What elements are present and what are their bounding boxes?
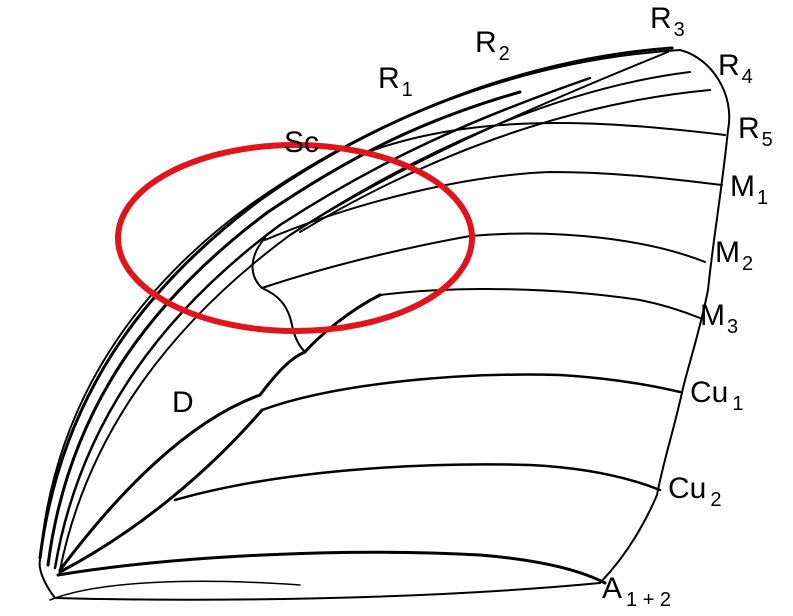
m3-vein bbox=[380, 289, 700, 318]
radial-medial-veins bbox=[262, 123, 725, 318]
m1-vein bbox=[265, 172, 722, 240]
r4-vein bbox=[300, 90, 710, 232]
cubital-anal-veins bbox=[50, 375, 680, 600]
cu2-vein bbox=[175, 464, 660, 500]
r2-vein bbox=[60, 52, 668, 570]
label-sc: Sc bbox=[284, 126, 319, 159]
m2-vein bbox=[262, 234, 705, 288]
cu-stem-vein bbox=[60, 410, 262, 572]
wing-outline bbox=[40, 50, 730, 600]
label-discal-cell: D bbox=[172, 386, 194, 419]
inner-margin-line bbox=[50, 581, 300, 600]
discal-cell-veins bbox=[60, 238, 380, 570]
wing-outer-margin bbox=[40, 50, 730, 600]
discal-cell-border bbox=[253, 238, 305, 352]
cu1-vein bbox=[262, 375, 680, 410]
cell-lower-vein bbox=[60, 295, 380, 570]
highlight-ellipse bbox=[118, 145, 472, 331]
a-vein bbox=[58, 552, 605, 583]
r3-vein bbox=[290, 72, 690, 235]
